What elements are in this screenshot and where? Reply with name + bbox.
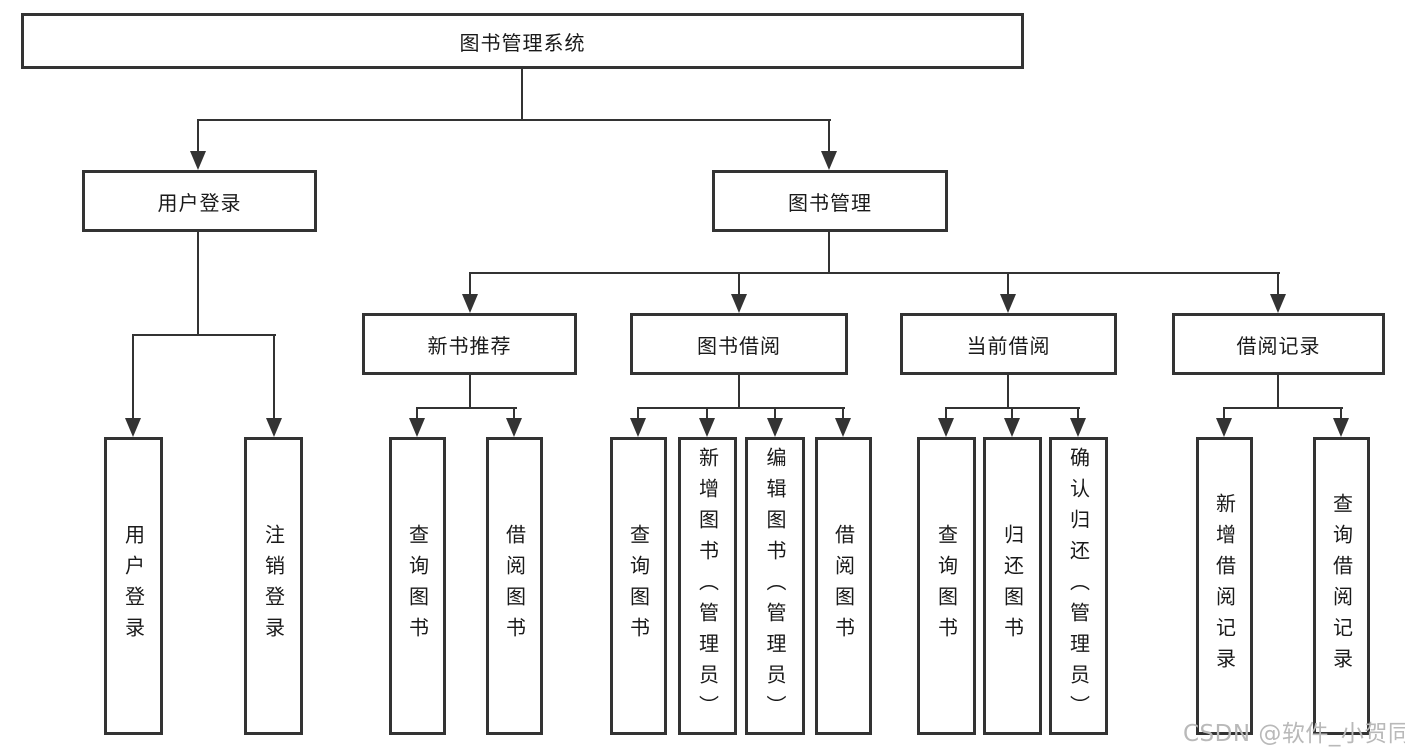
leaf-borrow-books-1-label: 借阅图书 bbox=[502, 524, 527, 648]
leaf-query-books-3: 查询图书 bbox=[917, 437, 976, 735]
node-current-borrow: 当前借阅 bbox=[900, 313, 1117, 375]
connector-line bbox=[1223, 407, 1343, 409]
connector-line bbox=[637, 407, 639, 420]
connector-line bbox=[738, 375, 740, 409]
node-root: 图书管理系统 bbox=[21, 13, 1024, 69]
leaf-query-books-3-label: 查询图书 bbox=[934, 524, 959, 648]
leaf-add-books-admin-label: 新增图书（管理员） bbox=[695, 446, 720, 726]
leaf-query-books-1-label: 查询图书 bbox=[405, 524, 430, 648]
connector-line bbox=[469, 272, 1280, 274]
arrow-down-icon bbox=[1000, 294, 1016, 313]
leaf-return-books: 归还图书 bbox=[983, 437, 1042, 735]
connector-line bbox=[738, 272, 740, 296]
connector-line bbox=[828, 119, 830, 153]
leaf-borrow-books-2-label: 借阅图书 bbox=[831, 524, 856, 648]
connector-line bbox=[197, 119, 831, 121]
leaf-edit-books-admin: 编辑图书（管理员） bbox=[745, 437, 805, 735]
connector-line bbox=[1277, 272, 1279, 296]
node-book-management-label: 图书管理 bbox=[788, 190, 872, 215]
connector-line bbox=[521, 69, 523, 121]
leaf-add-borrow-record: 新增借阅记录 bbox=[1196, 437, 1253, 735]
node-borrow-records: 借阅记录 bbox=[1172, 313, 1385, 375]
node-new-book-recommend: 新书推荐 bbox=[362, 313, 577, 375]
node-borrow-records-label: 借阅记录 bbox=[1236, 333, 1321, 358]
leaf-query-books-1: 查询图书 bbox=[389, 437, 446, 735]
arrow-down-icon bbox=[821, 151, 837, 170]
arrow-down-icon bbox=[938, 418, 954, 437]
connector-line bbox=[1223, 407, 1225, 420]
connector-line bbox=[469, 272, 471, 296]
leaf-logout: 注销登录 bbox=[244, 437, 303, 735]
arrow-down-icon bbox=[630, 418, 646, 437]
connector-line bbox=[132, 334, 134, 420]
connector-line bbox=[706, 407, 708, 420]
leaf-query-borrow-record-label: 查询借阅记录 bbox=[1329, 493, 1354, 679]
connector-line bbox=[637, 407, 845, 409]
arrow-down-icon bbox=[1270, 294, 1286, 313]
connector-line bbox=[1077, 407, 1079, 420]
node-user-login-label: 用户登录 bbox=[157, 190, 242, 215]
watermark: CSDN @软件_小贺同学 bbox=[1183, 721, 1405, 747]
leaf-add-books-admin: 新增图书（管理员） bbox=[678, 437, 737, 735]
leaf-edit-books-admin-label: 编辑图书（管理员） bbox=[763, 446, 787, 726]
leaf-add-borrow-record-label: 新增借阅记录 bbox=[1212, 493, 1237, 679]
arrow-down-icon bbox=[1333, 418, 1349, 437]
connector-line bbox=[513, 407, 515, 420]
node-new-book-recommend-label: 新书推荐 bbox=[427, 333, 512, 358]
leaf-query-borrow-record: 查询借阅记录 bbox=[1313, 437, 1370, 735]
connector-line bbox=[1007, 272, 1009, 296]
arrow-down-icon bbox=[462, 294, 478, 313]
connector-line bbox=[132, 334, 276, 336]
node-book-management: 图书管理 bbox=[712, 170, 948, 232]
node-current-borrow-label: 当前借阅 bbox=[966, 333, 1051, 358]
connector-line bbox=[416, 407, 418, 420]
leaf-user-login-label: 用户登录 bbox=[121, 524, 146, 648]
connector-line bbox=[197, 232, 199, 336]
arrow-down-icon bbox=[409, 418, 425, 437]
node-user-login: 用户登录 bbox=[82, 170, 317, 232]
connector-line bbox=[273, 334, 275, 420]
node-root-label: 图书管理系统 bbox=[459, 30, 586, 55]
connector-line bbox=[1011, 407, 1013, 420]
leaf-borrow-books-1: 借阅图书 bbox=[486, 437, 543, 735]
arrow-down-icon bbox=[266, 418, 282, 437]
arrow-down-icon bbox=[731, 294, 747, 313]
leaf-user-login: 用户登录 bbox=[104, 437, 163, 735]
leaf-confirm-return-admin-label: 确认归还（管理员） bbox=[1066, 446, 1091, 726]
arrow-down-icon bbox=[835, 418, 851, 437]
arrow-down-icon bbox=[506, 418, 522, 437]
connector-line bbox=[1007, 375, 1009, 409]
arrow-down-icon bbox=[1070, 418, 1086, 437]
node-book-borrow: 图书借阅 bbox=[630, 313, 848, 375]
connector-line bbox=[1340, 407, 1342, 420]
node-book-borrow-label: 图书借阅 bbox=[697, 333, 781, 358]
arrow-down-icon bbox=[1216, 418, 1232, 437]
arrow-down-icon bbox=[125, 418, 141, 437]
connector-line bbox=[828, 232, 830, 274]
arrow-down-icon bbox=[190, 151, 206, 170]
leaf-query-books-2: 查询图书 bbox=[610, 437, 667, 735]
connector-line bbox=[469, 375, 471, 409]
connector-line bbox=[842, 407, 844, 420]
arrow-down-icon bbox=[767, 418, 783, 437]
leaf-query-books-2-label: 查询图书 bbox=[626, 524, 651, 648]
connector-line bbox=[774, 407, 776, 420]
leaf-confirm-return-admin: 确认归还（管理员） bbox=[1049, 437, 1108, 735]
arrow-down-icon bbox=[1004, 418, 1020, 437]
arrow-down-icon bbox=[699, 418, 715, 437]
leaf-logout-label: 注销登录 bbox=[261, 524, 286, 648]
leaf-return-books-label: 归还图书 bbox=[1000, 524, 1025, 648]
connector-line bbox=[945, 407, 947, 420]
connector-line bbox=[197, 119, 199, 153]
leaf-borrow-books-2: 借阅图书 bbox=[815, 437, 872, 735]
connector-line bbox=[1277, 375, 1279, 409]
connector-line bbox=[416, 407, 517, 409]
